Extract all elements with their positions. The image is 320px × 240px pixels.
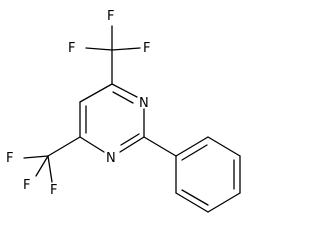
bond-cf3-f-left-low: [35, 155, 49, 177]
bond-n3-c2-double: [120, 133, 140, 146]
bond-n3-c2: [119, 136, 145, 153]
bond-n1-c6-double: [112, 91, 134, 104]
bond-ph-double-1: [181, 144, 208, 161]
bond-cf3-f-top-left: [85, 47, 113, 51]
nitrogen-upper-label: N: [139, 96, 149, 111]
bond-c2-phenyl: [143, 136, 177, 157]
bond-cf3-f-top-right: [111, 47, 141, 51]
top-cf3-group: [85, 25, 141, 85]
nitrogen-lower-label: N: [106, 151, 116, 166]
bond-ph-2: [207, 136, 241, 157]
fluorine-top-right-label: F: [143, 41, 150, 56]
bond-cf3-f-left-mid: [47, 155, 53, 183]
bond-c4-cf3: [47, 136, 81, 157]
bond-ph-1: [175, 136, 209, 157]
fluorine-top-label: F: [107, 9, 114, 24]
molecule-structure: F F F N N F F F: [6, 9, 241, 213]
bond-c6-c5: [79, 83, 113, 103]
phenyl-ring: [143, 136, 241, 213]
bond-ph-4: [207, 192, 241, 213]
bond-n1-c6: [111, 83, 138, 98]
fluorine-top-left-label: F: [68, 41, 75, 56]
bond-cf3-f-left-top: [23, 155, 49, 159]
fluorine-left-low-label: F: [50, 183, 57, 198]
fluorine-left-bottom-label: F: [23, 178, 30, 193]
left-cf3-group: [23, 136, 81, 183]
pyrimidine-ring: [79, 83, 145, 153]
bond-c4-n3: [79, 136, 105, 153]
bond-ph-5: [175, 192, 209, 213]
bond-ph-double-3: [181, 189, 209, 206]
fluorine-left-top-label: F: [6, 151, 13, 166]
